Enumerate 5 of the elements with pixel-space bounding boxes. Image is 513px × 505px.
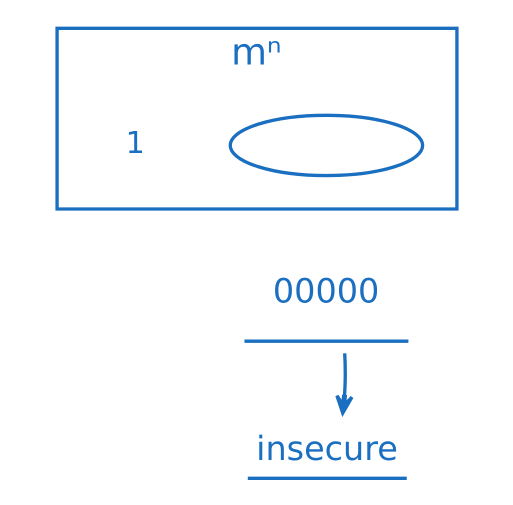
node-text: insecure <box>256 428 398 468</box>
node-label: 1 <box>125 126 144 161</box>
node-ellipse <box>228 114 424 178</box>
node-text: 00000 <box>272 272 379 311</box>
arrow <box>334 353 354 415</box>
